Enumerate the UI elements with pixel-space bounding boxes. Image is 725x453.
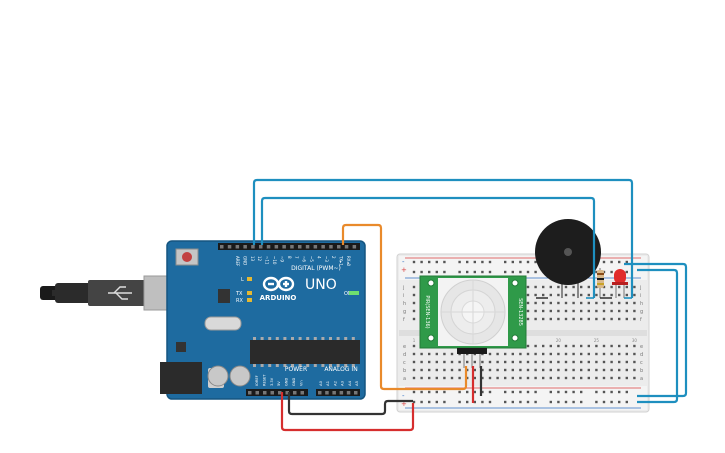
power-label: POWER bbox=[285, 366, 307, 373]
digital-pin-label: 8 bbox=[287, 256, 292, 259]
analog-pin-label: A5 bbox=[354, 380, 359, 386]
row-letter: h bbox=[640, 301, 643, 307]
analog-pin-label: A1 bbox=[325, 380, 330, 386]
row-letter: h bbox=[403, 301, 406, 307]
pir-right-label: SEN-13285 bbox=[517, 298, 523, 326]
digital-pin-label: ~6 bbox=[302, 256, 307, 262]
power-pin-label: GND bbox=[285, 378, 289, 386]
bottom-pin-holes bbox=[248, 391, 358, 395]
analog-pin-label: A4 bbox=[347, 380, 352, 386]
digital-pin-label: 2 bbox=[331, 256, 336, 259]
row-letter: c bbox=[403, 360, 406, 366]
row-letter: a bbox=[403, 376, 406, 382]
usb-icon bbox=[108, 286, 132, 300]
row-letter: a bbox=[640, 376, 643, 382]
power-pin-label: 3.3V bbox=[270, 377, 274, 386]
digital-pin-label: 7 bbox=[294, 256, 299, 259]
digital-pin-holes bbox=[220, 245, 357, 249]
row-letter: e bbox=[403, 344, 406, 350]
row-letter: d bbox=[403, 352, 406, 358]
digital-pin-label: TX▸1 bbox=[339, 255, 344, 266]
row-letter: f bbox=[640, 317, 642, 323]
power-pin-label: Vin bbox=[299, 380, 303, 386]
column-number: 1 bbox=[413, 338, 416, 343]
power-pin-label: GND bbox=[292, 378, 296, 386]
analog-label: ANALOG IN bbox=[324, 366, 357, 373]
wire-orange-pin2 bbox=[341, 223, 468, 391]
row-letter: b bbox=[403, 368, 406, 374]
digital-pin-label: ~10 bbox=[272, 256, 277, 265]
wire-blue-pin12 bbox=[260, 196, 596, 298]
wire-blue-pin13 bbox=[252, 178, 634, 298]
row-letter: b bbox=[640, 368, 643, 374]
digital-pin-label: RX◂0 bbox=[346, 256, 351, 267]
red-led bbox=[612, 269, 628, 298]
resistor bbox=[597, 268, 604, 298]
led-on-label: ON bbox=[344, 291, 352, 297]
digital-pin-label: ~3 bbox=[324, 256, 329, 262]
row-letter: e bbox=[640, 344, 643, 350]
arduino-infinity-logo-icon bbox=[262, 276, 295, 292]
digital-pin-label: 4 bbox=[316, 256, 321, 259]
analog-pin-label: A0 bbox=[318, 380, 323, 386]
rail-minus-label: - bbox=[402, 258, 405, 266]
wire-blue-rail-right bbox=[624, 262, 688, 404]
pir-sensor: PIR(SEN-136) SEN-13285 bbox=[419, 275, 527, 368]
wire-black-gnd bbox=[287, 366, 483, 416]
chip-small bbox=[218, 289, 230, 303]
power-header bbox=[246, 389, 308, 396]
column-number: 25 bbox=[594, 338, 600, 343]
wire-red-5v bbox=[280, 366, 475, 432]
capacitor bbox=[229, 365, 251, 387]
power-pin-label: 5V bbox=[277, 381, 281, 386]
pir-left-label: PIR(SEN-136) bbox=[424, 295, 430, 328]
led-l-label: L bbox=[241, 277, 244, 283]
power-pin-label: IOREF bbox=[255, 375, 259, 386]
row-letter: g bbox=[640, 309, 643, 315]
row-letter: i bbox=[640, 293, 641, 299]
column-number: 20 bbox=[556, 338, 562, 343]
row-letter: j bbox=[402, 285, 404, 291]
digital-pin-label: ~11 bbox=[265, 256, 270, 265]
reset-button[interactable] bbox=[182, 252, 192, 262]
rail-plus-label: + bbox=[401, 266, 407, 274]
arduino-model: UNO bbox=[305, 277, 337, 293]
crystal bbox=[204, 316, 242, 331]
column-number: 30 bbox=[632, 338, 638, 343]
capacitor bbox=[207, 365, 229, 387]
analog-pin-label: A3 bbox=[340, 380, 345, 386]
row-letter: f bbox=[403, 317, 405, 323]
digital-pin-label: ~9 bbox=[279, 256, 284, 262]
digital-pin-label: GND bbox=[242, 256, 247, 265]
analog-header bbox=[316, 389, 360, 396]
rail-plus-label: + bbox=[401, 400, 407, 408]
led-rx-label: RX bbox=[236, 298, 243, 304]
digital-label: DIGITAL (PWM~) bbox=[291, 265, 341, 272]
digital-header bbox=[218, 243, 360, 250]
piezo-buzzer bbox=[535, 219, 601, 298]
power-pin-label: RESET bbox=[262, 374, 266, 386]
digital-pin-label: 12 bbox=[257, 256, 262, 262]
atmega-chip bbox=[250, 340, 360, 364]
row-letter: c bbox=[640, 360, 643, 366]
digital-pin-label: ~5 bbox=[309, 256, 314, 262]
arduino-brand: ARDUINO bbox=[260, 294, 297, 302]
row-letter: d bbox=[640, 352, 643, 358]
row-letter: i bbox=[403, 293, 404, 299]
led-tx-label: TX bbox=[235, 291, 243, 297]
row-letter: g bbox=[403, 309, 406, 315]
analog-pin-label: A2 bbox=[332, 380, 337, 386]
rail-minus-label: - bbox=[402, 392, 405, 400]
digital-pin-label: 13 bbox=[250, 256, 255, 262]
digital-pin-label: AREF bbox=[235, 256, 240, 267]
row-letter: j bbox=[639, 285, 641, 291]
usb-cable bbox=[40, 275, 175, 311]
power-jack bbox=[160, 362, 202, 394]
